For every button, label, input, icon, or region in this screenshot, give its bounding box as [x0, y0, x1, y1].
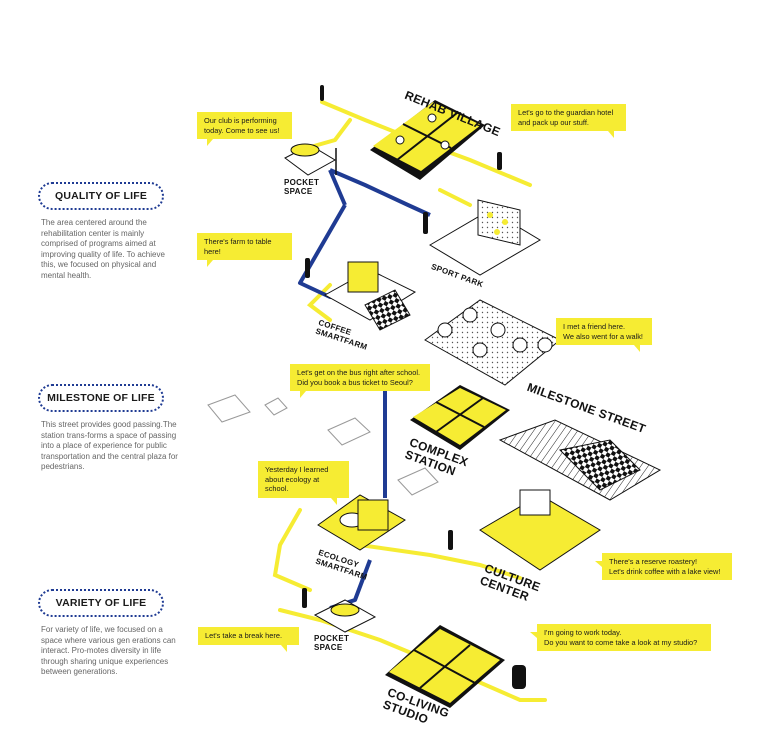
section-variety-description: For variety of life, we focused on a spa… — [41, 625, 176, 676]
section-quality-title: QUALITY OF LIFE — [38, 182, 164, 210]
bubble-friend: I met a friend here. We also went for a … — [556, 318, 652, 352]
bubble-roastery: There's a reserve roastery! Let's drink … — [595, 553, 732, 580]
section-milestone-title: MILESTONE OF LIFE — [38, 384, 164, 412]
people-figures — [302, 85, 526, 689]
bubble-break: Let's take a break here. — [198, 627, 299, 651]
co-living-studio-block — [385, 625, 505, 708]
rehab-village-block — [370, 100, 485, 180]
complex-station-block — [410, 385, 510, 450]
pocket-space-bottom-block — [313, 599, 377, 633]
section-milestone-description: This street provides good passing.The st… — [41, 420, 178, 471]
bubble-guardian: Let's go to the guardian hotel and pack … — [511, 104, 626, 138]
park-block — [424, 299, 561, 386]
coffee-smartfarm-block — [323, 261, 417, 331]
bubble-farm: There's farm to table here! — [197, 233, 292, 267]
bubble-bus: Let's get on the bus right after school.… — [290, 364, 430, 398]
section-quality-description: The area centered around the rehabilitat… — [41, 218, 165, 280]
milestone-street-block — [498, 419, 662, 501]
label-pocket-space-top: POCKET SPACE — [284, 178, 320, 196]
section-variety-title: VARIETY OF LIFE — [38, 589, 164, 617]
vehicles — [207, 394, 439, 496]
sport-park-block — [429, 199, 541, 276]
bubble-club: Our club is performing today. Come to se… — [197, 112, 292, 146]
bubble-ecology: Yesterday I learned about ecology at sch… — [258, 461, 349, 504]
bubble-studio: I'm going to work today. Do you want to … — [530, 624, 711, 651]
label-pocket-space-bottom: POCKET SPACE — [314, 634, 350, 652]
pocket-space-top-block — [284, 143, 337, 176]
ecology-smartfarm-block — [317, 494, 406, 551]
culture-center-block — [479, 489, 601, 571]
